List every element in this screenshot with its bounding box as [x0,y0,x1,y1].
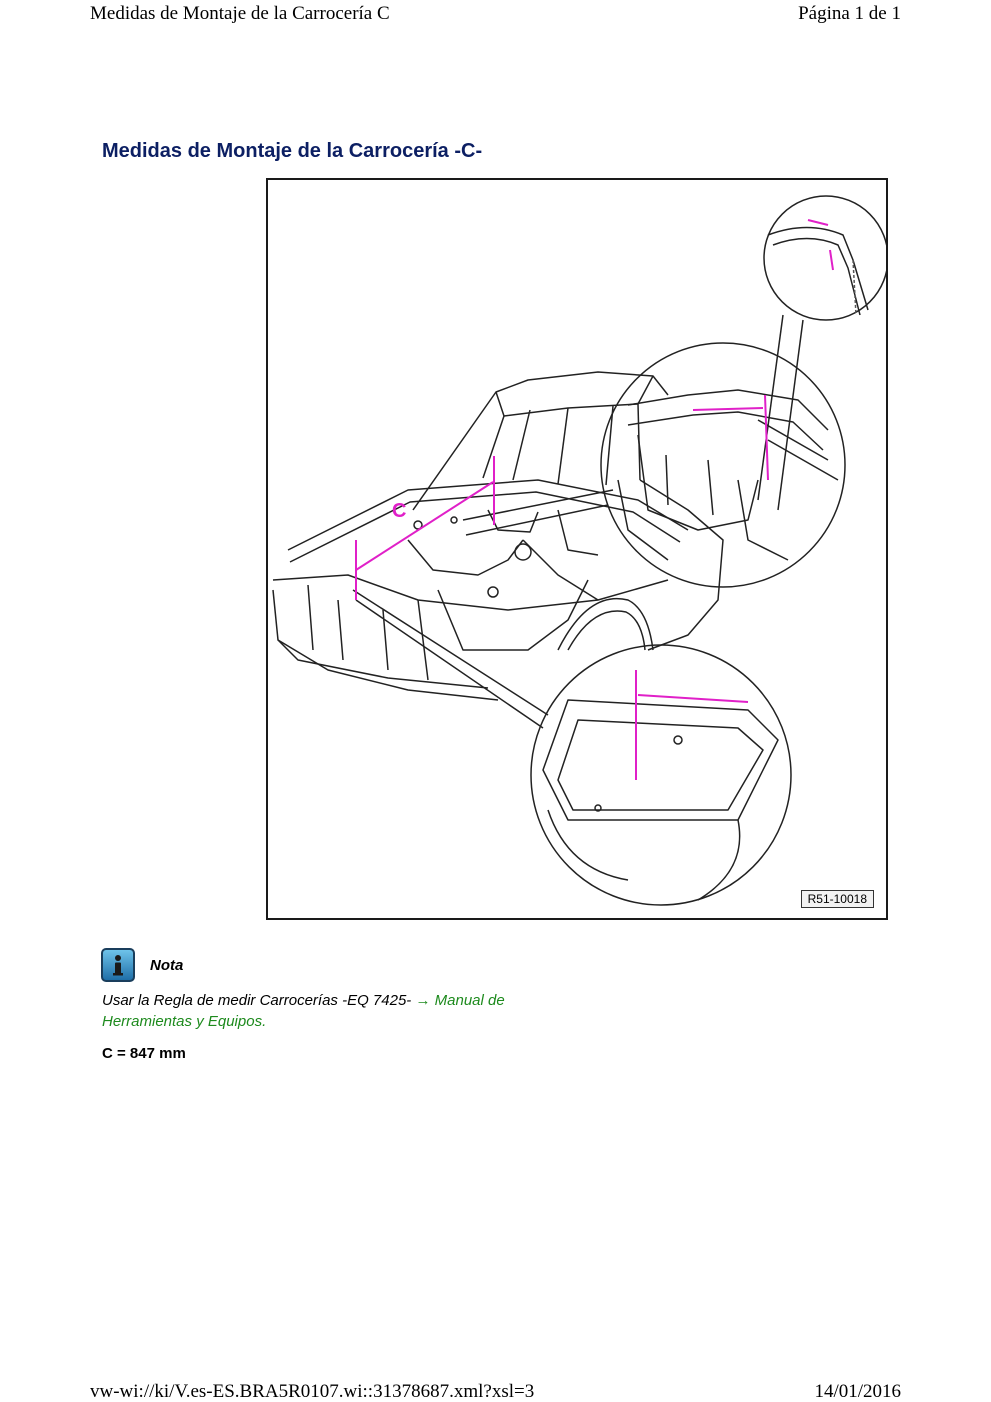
car-body-drawing [272,195,886,906]
body-measurement-diagram: C R51-10018 [266,178,888,920]
note-body: Usar la Regla de medir Carrocerías -EQ 7… [102,992,416,1009]
note-title: Nota [150,957,184,974]
note-text: Usar la Regla de medir Carrocerías -EQ 7… [102,990,572,1032]
measurement-callout-label: C [392,500,407,522]
figure-reference-code: R51-10018 [800,890,874,908]
footer-date: 14/01/2016 [814,1381,901,1402]
manual-link[interactable]: → Manual de Herramientas y Equipos. [102,992,505,1030]
footer-url: vw-wi://ki/V.es-ES.BRA5R0107.wi::3137868… [90,1381,535,1402]
header-title: Medidas de Montaje de la Carrocería C [90,3,390,24]
measurement-spec: C = 847 mm [102,1045,186,1062]
header-page-info: Página 1 de 1 [798,3,901,24]
info-icon [101,948,135,982]
page-title: Medidas de Montaje de la Carrocería -C- [102,140,483,162]
